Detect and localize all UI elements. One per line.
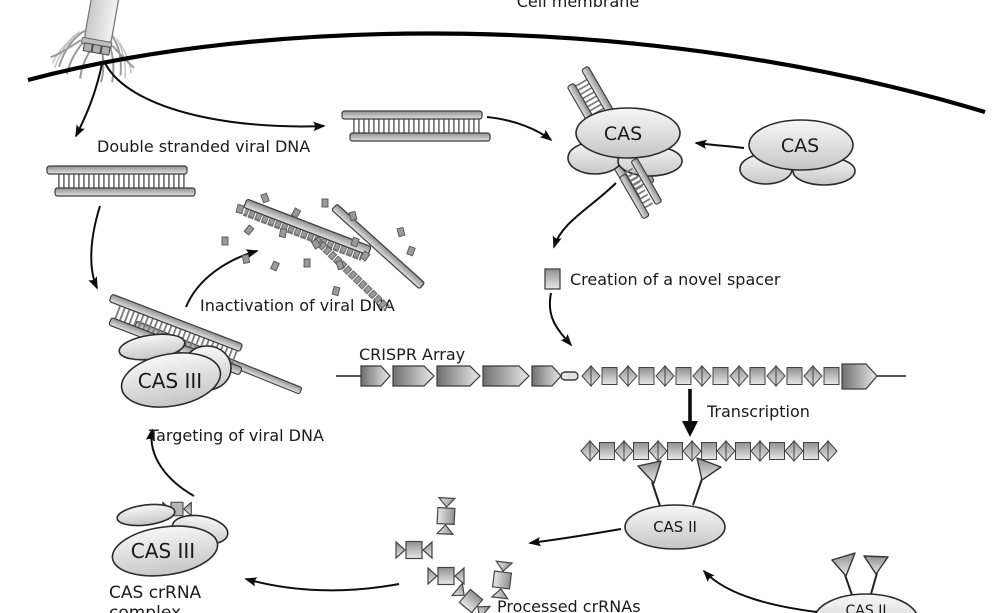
cas-crrna-label-line2: complex — [109, 603, 181, 613]
bacteriophage-icon — [50, 0, 135, 83]
arrow-dna2-to-cas — [486, 116, 553, 142]
crispr-repeat-diamond — [618, 365, 638, 387]
arrow-cas2b-to-cas2 — [702, 569, 818, 613]
pre-crrna-transcript — [580, 440, 838, 462]
crispr-repeat-diamond — [766, 365, 786, 387]
cas2-incoming-label: CAS II — [846, 603, 887, 613]
arrow-spacer-to-array — [548, 292, 573, 347]
repeat-spacer-sequence — [581, 365, 840, 387]
arrow-cas3complex-to-targeting — [145, 428, 195, 497]
cas-crrna-label-line1: CAS crRNA — [109, 583, 202, 603]
crispr-repeat-diamond — [803, 365, 823, 387]
crispr-spacer-square — [769, 442, 785, 460]
processed-crrnas-group — [395, 496, 514, 613]
arrow-crrnas-to-cas3complex — [244, 577, 400, 592]
cas2-label: CAS II — [653, 518, 697, 536]
cell-membrane-label: Cell membrane — [517, 0, 640, 11]
crispr-repeat-diamond — [729, 365, 749, 387]
crispr-spacer-square — [735, 442, 751, 460]
transcription-arrow — [682, 389, 698, 437]
arrow-to-inactivation — [185, 249, 259, 308]
crispr-repeat-diamond — [580, 440, 600, 462]
crispr-repeat-diamond — [716, 440, 736, 462]
cas3-targeting-complex: CAS III — [118, 333, 232, 408]
arrow-casfree-to-cas — [694, 139, 745, 150]
crispr-spacer-square — [712, 367, 729, 385]
dsdna-label: Double stranded viral DNA — [97, 137, 310, 156]
inserted-spacer-icon — [560, 371, 579, 381]
arrow-phage-to-dna — [75, 63, 103, 138]
crispr-spacer-square — [633, 442, 649, 460]
arrow-cas2-to-crrnas — [528, 528, 622, 547]
crispr-spacer-square — [823, 367, 840, 385]
arrow-cas-to-spacer — [552, 182, 617, 249]
arrow-dna-to-cas3 — [88, 205, 101, 290]
cas-free-complex: CAS — [739, 119, 856, 186]
cell-membrane-line — [27, 31, 986, 115]
viral-dna-icon — [46, 165, 196, 197]
crispr-repeat-diamond — [648, 440, 668, 462]
inactivation-label: Inactivation of viral DNA — [200, 296, 395, 315]
crispr-repeat-diamond — [581, 365, 601, 387]
crispr-spacer-square — [701, 442, 717, 460]
crispr-spacer-square — [786, 367, 803, 385]
targeting-label: Targeting of viral DNA — [148, 426, 324, 445]
arrow-phage-to-dna2 — [104, 62, 326, 132]
crispr-spacer-square — [638, 367, 655, 385]
cas3-crrna-complex: CAS III — [111, 501, 229, 577]
cas-bound-label: CAS — [604, 123, 642, 145]
novel-spacer-icon — [544, 268, 561, 290]
novel-spacer-label: Creation of a novel spacer — [570, 270, 781, 289]
crispr-repeat-diamond — [818, 440, 838, 462]
crispr-spacer-square — [803, 442, 819, 460]
dna-emerging-icon — [619, 158, 662, 219]
crispr-repeat-diamond — [655, 365, 675, 387]
crispr-repeat-diamond — [750, 440, 770, 462]
crispr-repeat-diamond — [614, 440, 634, 462]
cas3-complex-label: CAS III — [131, 539, 195, 563]
transcription-label: Transcription — [706, 402, 810, 421]
crispr-spacer-square — [599, 442, 615, 460]
cas-free-label: CAS — [781, 135, 819, 157]
crispr-spacer-square — [675, 367, 692, 385]
cas-bound-complex: CAS — [567, 107, 683, 177]
crispr-spacer-square — [667, 442, 683, 460]
crispr-spacer-square — [749, 367, 766, 385]
crispr-repeat-diamond — [784, 440, 804, 462]
crispr-spacer-square — [601, 367, 618, 385]
crispr-repeat-diamond — [692, 365, 712, 387]
crispr-array-label: CRISPR Array — [359, 345, 465, 364]
cas2-incoming-complex: CAS II — [815, 552, 917, 613]
processed-crrnas-label: Processed crRNAs — [497, 597, 641, 613]
viral-dna-fragments — [221, 192, 425, 312]
cas2-complex: CAS II — [624, 457, 726, 550]
cas3-targeting-label: CAS III — [138, 369, 202, 393]
viral-dna-copy-icon — [341, 110, 491, 142]
crispr-array-row — [336, 363, 906, 390]
